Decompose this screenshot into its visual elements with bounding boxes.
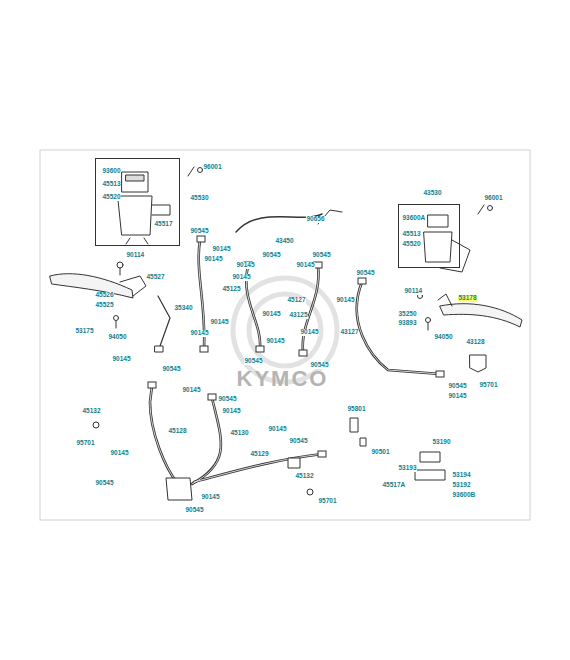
callout-number: 93600A xyxy=(402,215,426,222)
callout-number: 90145 xyxy=(300,329,319,336)
callout-number: 96001 xyxy=(484,195,503,202)
callout-number: 90145 xyxy=(201,494,220,501)
callout-number: 43125 xyxy=(289,312,308,319)
callout-number: 53178 xyxy=(458,295,477,302)
callout-number: 90545 xyxy=(190,228,209,235)
callout-number: 95701 xyxy=(318,498,337,505)
callout-number: 90145 xyxy=(336,297,355,304)
callout-number: 90545 xyxy=(356,270,375,277)
callout-number: 95701 xyxy=(479,382,498,389)
watermark: KYMCO xyxy=(236,368,329,390)
callout-number: 53192 xyxy=(452,482,471,489)
callout-number: 90545 xyxy=(262,252,281,259)
callout-number: 35250 xyxy=(398,311,417,318)
callout-number: 90545 xyxy=(448,383,467,390)
callout-number: 45132 xyxy=(295,473,314,480)
callout-number: 95801 xyxy=(347,406,366,413)
callout-number: 90545 xyxy=(312,252,331,259)
callout-number: 93600 xyxy=(102,168,121,175)
callout-number: 45130 xyxy=(230,430,249,437)
callout-number: 90145 xyxy=(182,387,201,394)
callout-number: 53175 xyxy=(75,328,94,335)
callout-number: 35340 xyxy=(174,305,193,312)
callout-number: 90145 xyxy=(212,246,231,253)
callout-number: 45517 xyxy=(154,221,173,228)
callout-number: 45129 xyxy=(250,451,269,458)
callout-number: 90145 xyxy=(296,262,315,269)
callout-number: 45527 xyxy=(146,274,165,281)
callout-number: 93893 xyxy=(398,320,417,327)
callout-number: 43127 xyxy=(340,329,359,336)
callout-number: 90145 xyxy=(204,256,223,263)
callout-number: 45132 xyxy=(82,408,101,415)
callout-number: 90545 xyxy=(289,438,308,445)
callout-number: 45127 xyxy=(287,297,306,304)
callout-number: 90145 xyxy=(268,426,287,433)
callout-number: 45520 xyxy=(102,194,121,201)
callout-number: 43128 xyxy=(466,339,485,346)
callout-number: 90545 xyxy=(185,507,204,514)
callout-number: 90145 xyxy=(210,319,229,326)
callout-number: 43450 xyxy=(275,238,294,245)
callout-number: 90145 xyxy=(112,356,131,363)
callout-number: 45125 xyxy=(222,286,241,293)
callout-number: 43530 xyxy=(423,190,442,197)
callout-number: 90545 xyxy=(218,396,237,403)
callout-number: 53193 xyxy=(398,465,417,472)
callout-number: 45526 xyxy=(95,292,114,299)
callout-number: 90545 xyxy=(244,358,263,365)
callout-number: 90114 xyxy=(404,288,423,295)
callout-number: 94050 xyxy=(108,334,127,341)
callout-number: 45530 xyxy=(190,195,209,202)
callout-number: 94050 xyxy=(434,334,453,341)
callout-number: 45520 xyxy=(402,241,421,248)
callout-number: 45513 xyxy=(102,181,121,188)
callout-number: 90145 xyxy=(190,330,209,337)
callout-number: 90145 xyxy=(236,262,255,269)
callout-number: 90114 xyxy=(126,252,145,259)
callout-number: 45517A xyxy=(382,482,406,489)
callout-number: 90145 xyxy=(110,450,129,457)
callout-number: 45128 xyxy=(168,428,187,435)
callout-number: 90501 xyxy=(371,449,390,456)
callout-number: 90656 xyxy=(306,216,325,223)
callout-number: 90145 xyxy=(448,393,467,400)
callout-number: 45525 xyxy=(95,302,114,309)
callout-number: 90545 xyxy=(310,362,329,369)
callout-number: 45513 xyxy=(402,231,421,238)
callout-number: 53194 xyxy=(452,472,471,479)
callout-number: 90145 xyxy=(222,408,241,415)
callout-number: 90145 xyxy=(262,311,281,318)
callout-number: 90145 xyxy=(266,338,285,345)
callout-number: 90545 xyxy=(162,366,181,373)
parts-group-box: 93600 45513 45520 45517 xyxy=(95,158,180,246)
callout-number: 96001 xyxy=(203,164,222,171)
parts-group-box: 93600A 45513 45520 xyxy=(398,204,460,268)
callout-number: 90545 xyxy=(95,480,114,487)
callout-number: 95701 xyxy=(76,440,95,447)
callout-number: 93600B xyxy=(452,492,476,499)
callout-number: 53190 xyxy=(432,439,451,446)
callout-number: 90145 xyxy=(232,274,251,281)
